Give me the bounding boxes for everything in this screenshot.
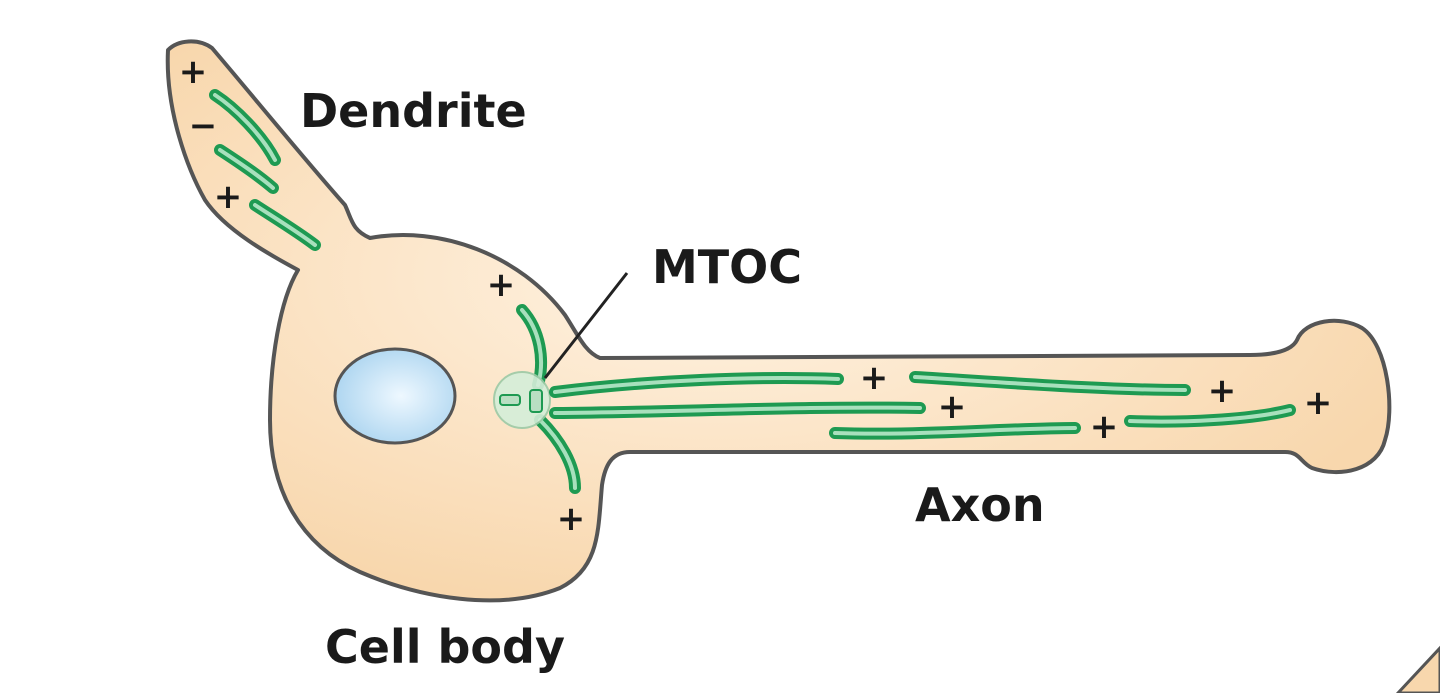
plus-sign: + — [1090, 407, 1119, 447]
plus-sign: + — [1304, 383, 1333, 423]
plus-sign: + — [179, 52, 208, 92]
microtubule-axon-3-core — [913, 375, 1187, 392]
mtoc-centriole-2 — [529, 389, 543, 413]
axon-microtubules — [549, 371, 1296, 440]
plus-sign: + — [1208, 371, 1237, 411]
mtoc-label: MTOC — [652, 240, 803, 294]
plus-sign: + — [487, 265, 516, 305]
microtubule-soma-down-core — [538, 418, 577, 490]
microtubule-axon-2-core — [553, 405, 922, 415]
plus-sign: + — [214, 177, 243, 217]
microtubule-axon-5-core — [1128, 408, 1292, 424]
mtoc-leader-line — [543, 272, 629, 379]
plus-sign: + — [860, 358, 889, 398]
dendrite-label: Dendrite — [300, 84, 527, 138]
nucleus — [333, 347, 457, 445]
edge-fragment — [1394, 645, 1440, 695]
mtoc-sphere — [493, 371, 551, 429]
neuron-cell-outline — [165, 39, 1392, 603]
microtubule-dendrite-2-core — [218, 148, 275, 190]
microtubule-dendrite-3-core — [253, 203, 317, 247]
microtubule-axon-4-core — [833, 426, 1077, 436]
microtubule-axon-1-core — [553, 376, 840, 394]
dendrite-microtubules — [209, 89, 321, 251]
plus-sign: + — [938, 387, 967, 427]
polarity-signs: + − + + + + + + + + — [179, 52, 1333, 539]
axon-label: Axon — [915, 478, 1045, 532]
microtubule-dendrite-1-core — [213, 93, 277, 162]
plus-sign: + — [557, 499, 586, 539]
mtoc — [493, 371, 551, 429]
minus-sign: − — [189, 106, 218, 146]
mtoc-centriole-1 — [499, 394, 521, 406]
cell-body-label: Cell body — [325, 620, 565, 674]
